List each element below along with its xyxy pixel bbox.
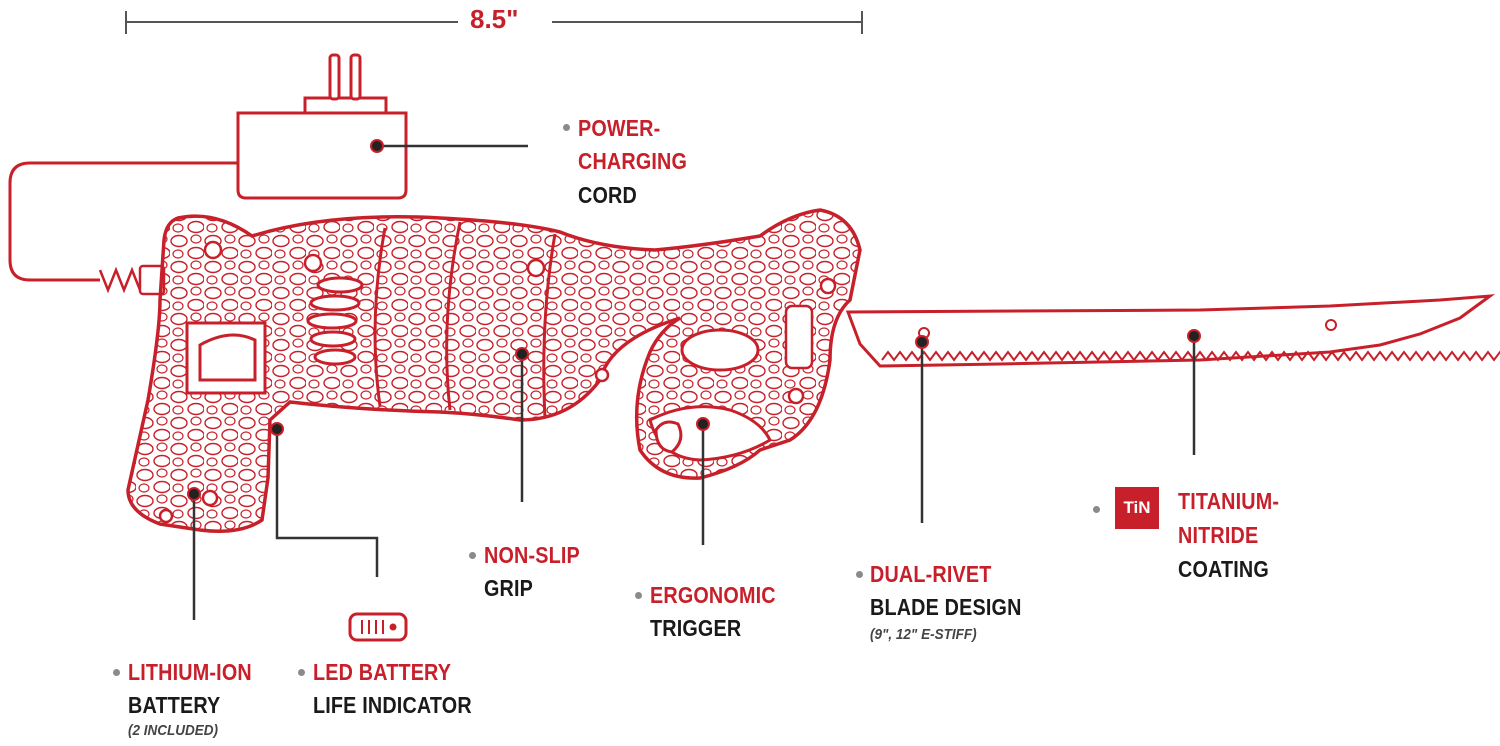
grip-label-2: GRIP	[484, 575, 534, 601]
grip-ridges	[306, 276, 364, 366]
blade-rivet-2	[1325, 319, 1337, 331]
cord-connector	[98, 264, 166, 296]
battery-latch	[185, 321, 267, 395]
grip-label-1: NON-SLIP	[484, 542, 580, 568]
battery-label-2: BATTERY	[128, 692, 221, 718]
bullet-dot	[563, 124, 570, 131]
blade	[845, 294, 1496, 368]
charger-plug	[236, 53, 408, 200]
power-cord-label-2: CHARGING	[578, 148, 688, 174]
dimension-line	[125, 11, 863, 34]
handle-rivets	[158, 240, 837, 524]
tin-label-1: TITANIUM-	[1178, 488, 1280, 514]
led-label-1: LED BATTERY	[313, 659, 452, 685]
power-cord-label-1: POWER-	[578, 115, 661, 141]
dual-rivet-label-2: BLADE DESIGN	[870, 594, 1022, 620]
bullet-dot	[469, 552, 476, 559]
led-panel	[784, 304, 814, 370]
trigger	[654, 420, 683, 454]
bullet-dot	[1093, 506, 1100, 513]
tin-label-3: COATING	[1178, 556, 1269, 582]
battery-note: (2 INCLUDED)	[128, 722, 218, 739]
tin-badge: TiN	[1115, 487, 1159, 529]
led-label-2: LIFE INDICATOR	[313, 692, 472, 718]
blade-serration	[881, 350, 1500, 362]
battery-indicator-icon	[348, 612, 408, 642]
finger-hole	[680, 328, 760, 372]
trigger-label-2: TRIGGER	[650, 615, 742, 641]
charging-cord	[8, 161, 238, 282]
power-cord-label-3: CORD	[578, 182, 637, 208]
trigger-guard	[648, 405, 772, 462]
grip-band-lines	[373, 221, 557, 419]
leader-anchor-dots	[187, 139, 1201, 501]
dual-rivet-label-1: DUAL-RIVET	[870, 561, 992, 587]
dimension-label: 8.5"	[470, 4, 519, 34]
tin-label-2: NITRIDE	[1178, 522, 1259, 548]
battery-label-1: LITHIUM-ION	[128, 659, 252, 685]
leader-lines	[192, 144, 1196, 620]
bullet-dot	[113, 669, 120, 676]
bullet-dot	[635, 592, 642, 599]
trigger-label-1: ERGONOMIC	[650, 582, 776, 608]
bullet-dot	[298, 669, 305, 676]
bullet-dot	[856, 571, 863, 578]
dual-rivet-note: (9", 12" E-STIFF)	[870, 626, 977, 643]
